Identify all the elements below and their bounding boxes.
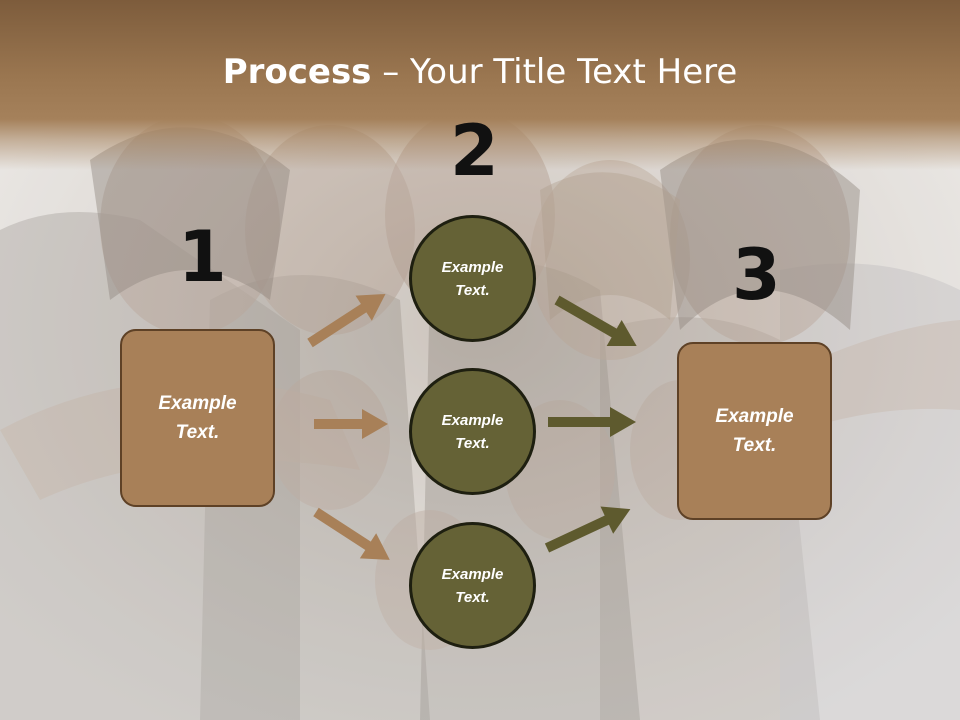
title-band [0,0,960,170]
left-box[interactable]: Example Text. [120,329,275,507]
step-number-2: 2 [450,110,499,192]
circle-middle-text: Example Text. [441,411,504,452]
step-number-1: 1 [178,216,227,298]
step-number-3: 3 [732,234,781,316]
circle-bottom-text: Example Text. [441,565,504,606]
right-box[interactable]: Example Text. [677,342,832,520]
title-rest: – Your Title Text Here [371,52,738,92]
circle-top-text: Example Text. [441,258,504,299]
page-title: Process – Your Title Text Here [0,52,960,92]
circle-top[interactable]: Example Text. [409,215,536,342]
circle-middle[interactable]: Example Text. [409,368,536,495]
title-bold: Process [222,52,372,92]
left-box-text: Example Text. [158,393,237,443]
right-box-text: Example Text. [715,406,794,456]
circle-bottom[interactable]: Example Text. [409,522,536,649]
